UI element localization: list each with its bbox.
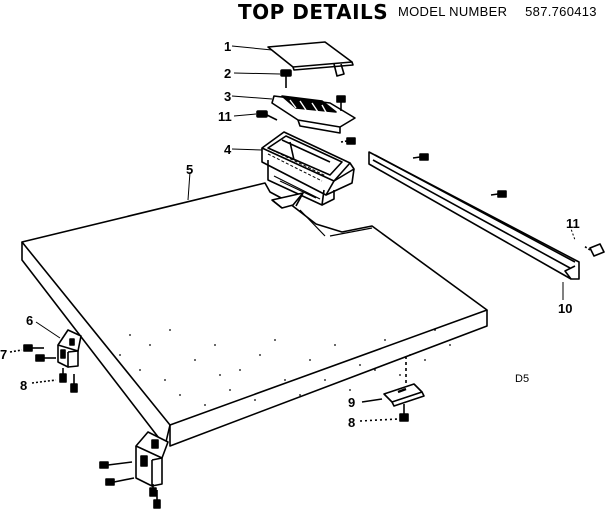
part-5-table-top — [21, 182, 488, 447]
callout-2: 2 — [224, 66, 232, 81]
table-stipple — [119, 329, 451, 406]
callout-11-upper: 11 — [218, 109, 232, 124]
part-7-screws — [9, 344, 56, 362]
part-9-clip — [359, 356, 425, 422]
callout-1: 1 — [224, 39, 232, 54]
part-6-bracket-upper — [57, 329, 82, 368]
callout-8-left: 8 — [20, 378, 28, 393]
callout-7: 7 — [0, 347, 8, 362]
part-3-switch-bracket — [271, 95, 356, 134]
part-8-screws-left — [31, 368, 78, 393]
model-number-value: 587.760413 — [525, 4, 597, 19]
callout-5: 5 — [186, 162, 194, 177]
callout-4: 4 — [224, 142, 232, 157]
callout-11-right: 11 — [566, 216, 580, 231]
part-11-screw-right — [583, 243, 605, 257]
bracket-lower — [99, 431, 169, 509]
model-number-label: MODEL NUMBER — [398, 4, 508, 19]
callout-8-right: 8 — [348, 415, 356, 430]
model-number-line: MODEL NUMBER 587.760413 — [398, 4, 597, 19]
callout-6: 6 — [26, 313, 34, 328]
part-1-cover — [267, 41, 354, 77]
callout-10: 10 — [558, 301, 573, 316]
part-4-switch-box — [261, 131, 355, 206]
callout-3: 3 — [224, 89, 232, 104]
diagram-title: TOP DETAILS — [238, 0, 389, 24]
callout-9: 9 — [348, 395, 356, 410]
part-10-fence-rail — [368, 151, 580, 280]
callout-leaders — [35, 45, 576, 339]
page-code: D5 — [515, 373, 530, 385]
part-2-screw — [280, 69, 292, 88]
part-11-screw-upper — [256, 110, 356, 145]
